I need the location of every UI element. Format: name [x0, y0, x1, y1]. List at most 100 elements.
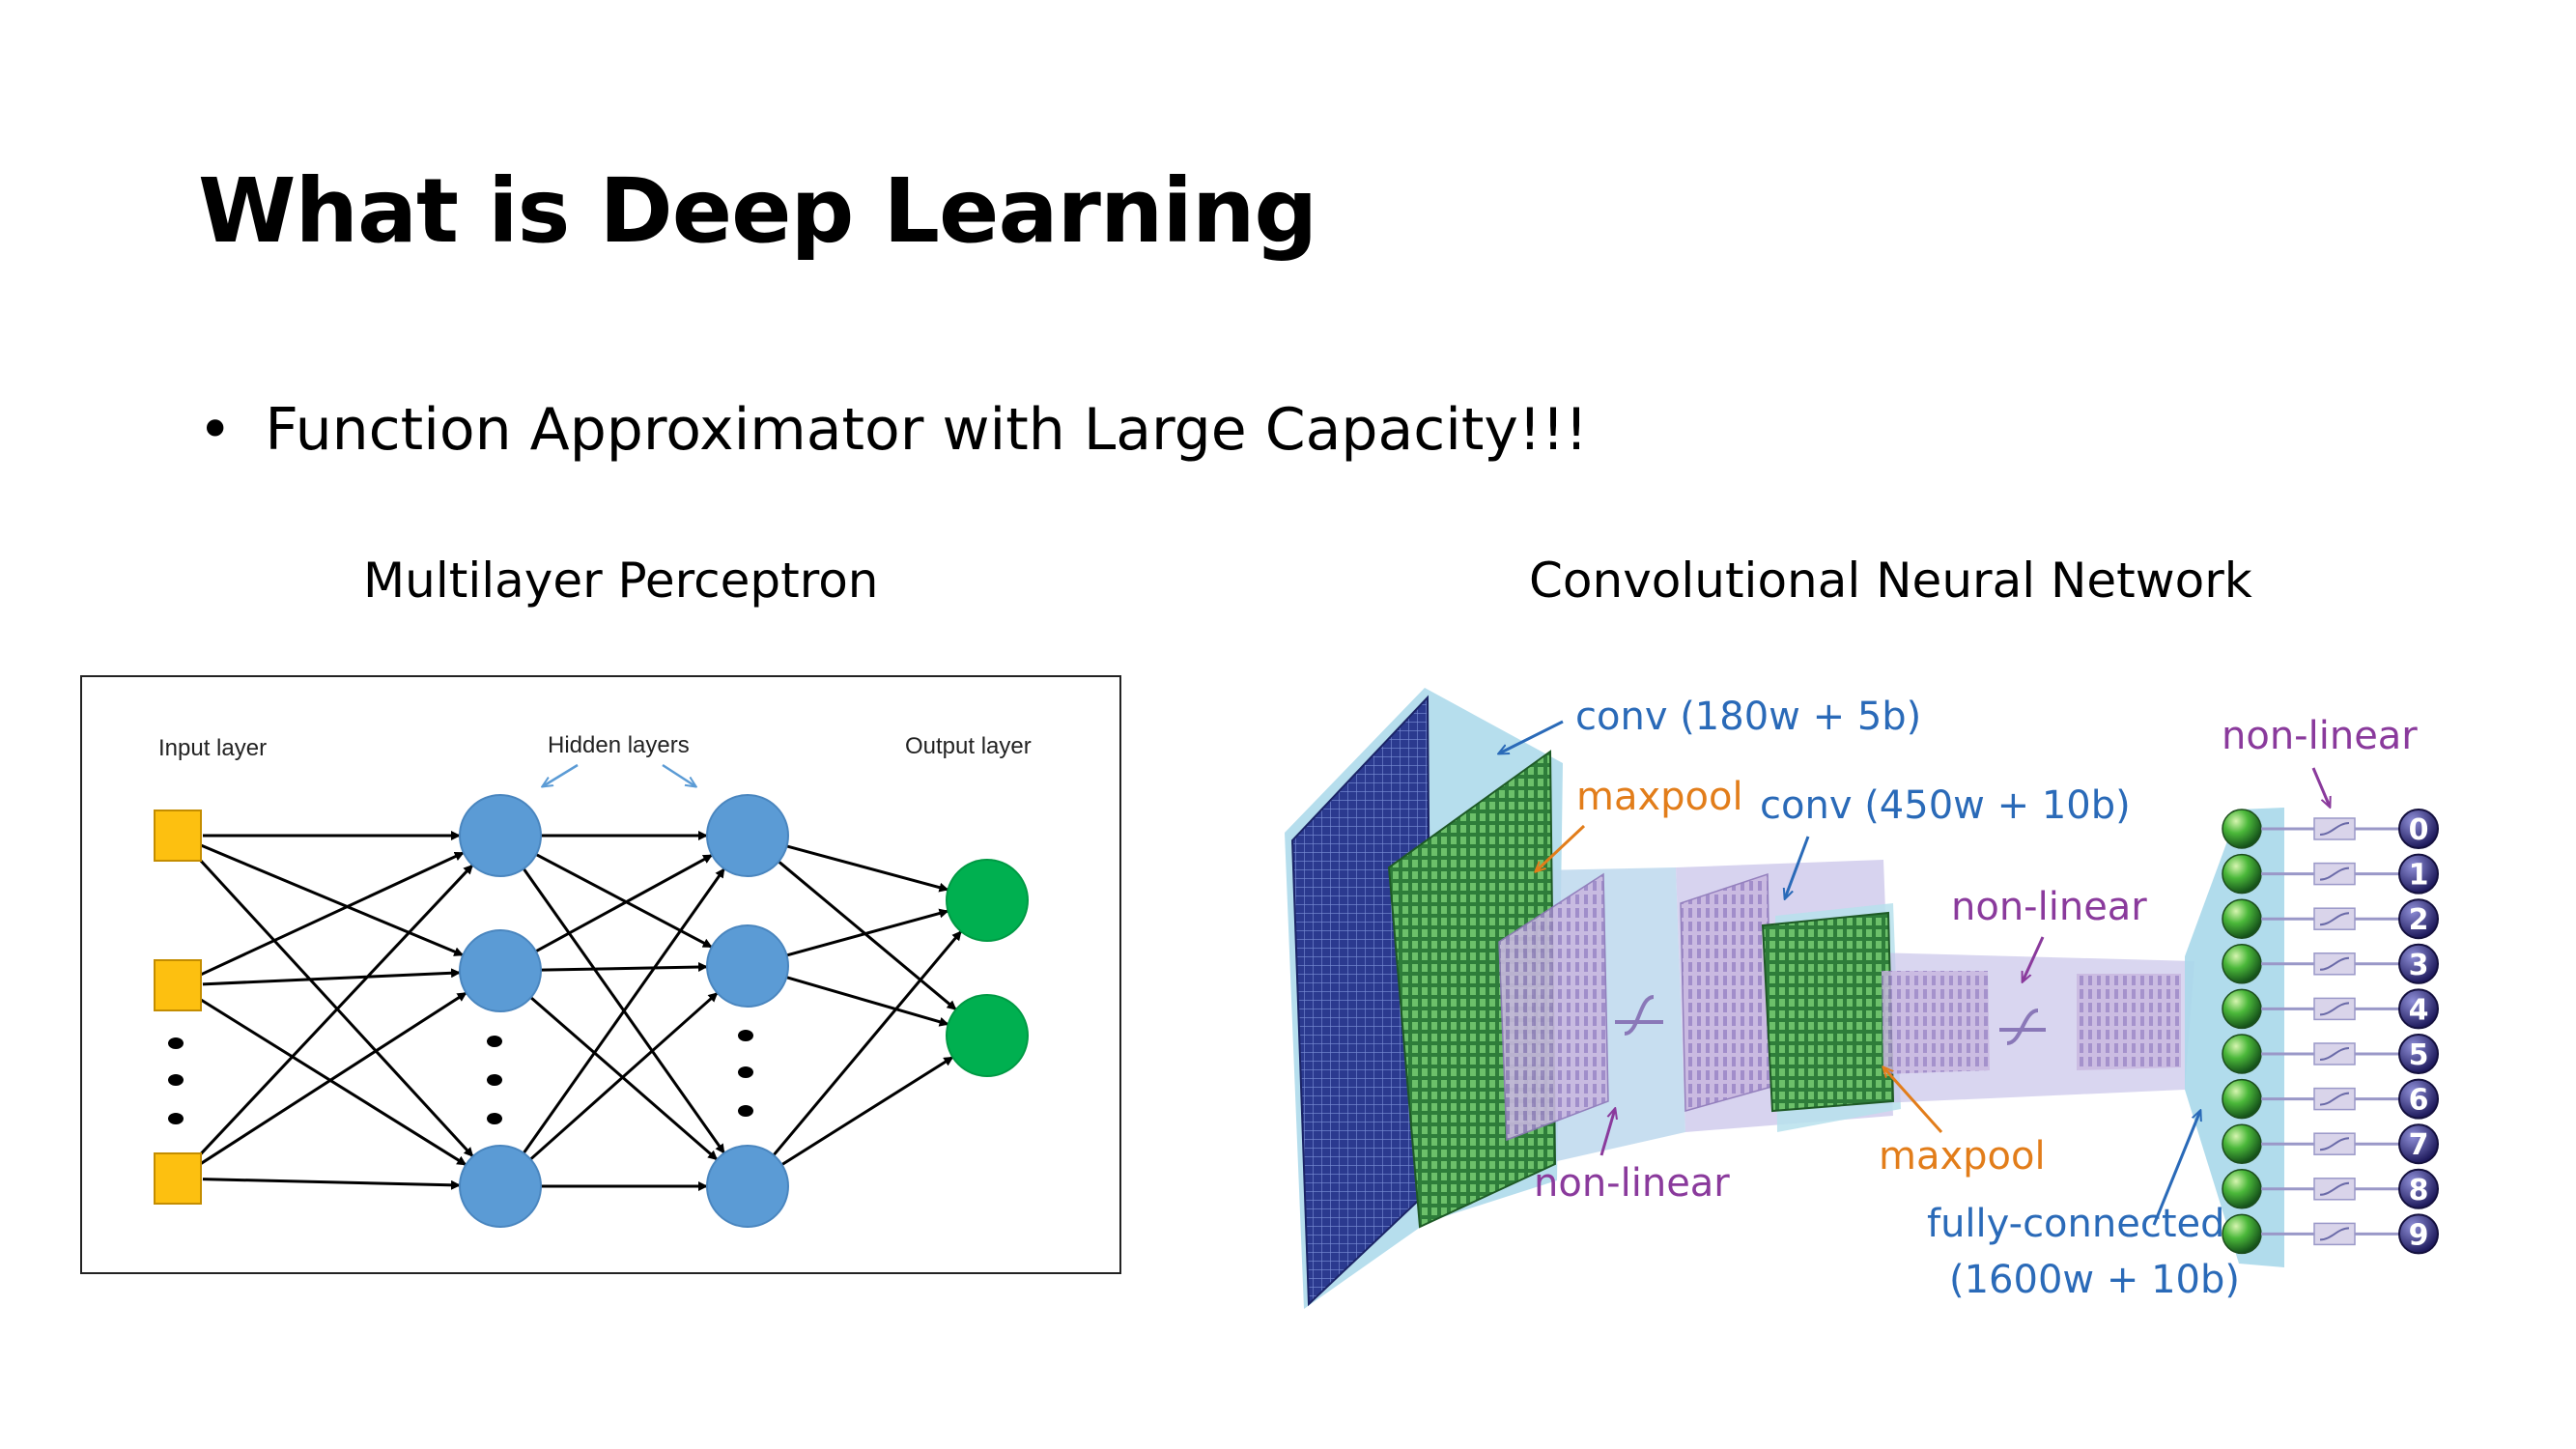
mlp-hidden-node — [459, 1145, 542, 1228]
arrow-maxpool1 — [1536, 824, 1586, 871]
cnn-output-digit: 4 — [2409, 993, 2429, 1027]
cnn-output-digit: 0 — [2409, 813, 2429, 847]
label-maxpool2: maxpool — [1879, 1134, 2046, 1179]
label-fc-line2: (1600w + 10b) — [1949, 1258, 2240, 1302]
cnn-nonlin2-block — [2077, 974, 2181, 1070]
mlp-edge — [535, 853, 714, 953]
arrow-nonlinear-2 — [2023, 936, 2045, 981]
mlp-output-label: Output layer — [905, 733, 1032, 759]
arrow-conv1 — [1499, 720, 1564, 753]
mlp-edge — [786, 908, 949, 957]
mlp-input-node — [154, 959, 202, 1011]
mlp-hidden-node — [706, 924, 789, 1008]
mlp-input-node — [154, 1152, 202, 1205]
cnn-fc-neuron — [2222, 1034, 2262, 1074]
arrow-nonlinear-1 — [1599, 1109, 1615, 1156]
cnn-conv2-block — [1761, 911, 1895, 1113]
mlp-edge — [778, 860, 957, 1011]
mlp-hidden-label: Hidden layers — [548, 732, 690, 758]
cnn-fc-neuron — [2222, 898, 2262, 939]
mlp-ellipsis-dot — [168, 1074, 184, 1086]
mlp-input-node — [154, 810, 202, 862]
mlp-output-node — [946, 994, 1029, 1077]
cnn-fc-neuron — [2222, 1078, 2262, 1120]
label-nonlinear-1: non-linear — [1534, 1161, 1730, 1206]
arrow-conv2 — [1785, 836, 1810, 898]
cnn-output-digit-badge — [2398, 943, 2439, 984]
sigmoid-icon — [2319, 956, 2350, 971]
mlp-edge — [772, 930, 963, 1156]
cnn-output-digit-badge — [2398, 988, 2439, 1030]
mlp-hidden-node — [459, 794, 542, 877]
sigmoid-icon — [2319, 1002, 2350, 1016]
mlp-ellipsis-dot — [738, 1030, 753, 1041]
cnn-fc-neuron — [2222, 853, 2262, 895]
cnn-output-digit: 9 — [2409, 1218, 2429, 1252]
bullet-symbol: • — [198, 396, 233, 464]
cnn-caption: Convolutional Neural Network — [1529, 553, 2252, 609]
label-nonlinear-2: non-linear — [1951, 885, 2147, 929]
mlp-hidden-node — [706, 1145, 789, 1228]
mlp-edge — [200, 843, 465, 957]
hidden-label-arrow-left — [543, 763, 579, 786]
mlp-edge — [193, 853, 474, 1158]
mlp-connections — [193, 831, 963, 1191]
label-conv1: conv (180w + 5b) — [1575, 695, 1921, 739]
mlp-nodes — [154, 794, 1029, 1228]
cnn-output-digit: 1 — [2409, 859, 2429, 893]
mlp-edge — [193, 864, 474, 1162]
cnn-output-digit: 8 — [2409, 1174, 2429, 1208]
label-nonlinear-out: non-linear — [2222, 714, 2418, 758]
cnn-fc-neuron — [2222, 988, 2262, 1030]
mlp-edge — [202, 968, 462, 986]
bullet-text: Function Approximator with Large Capacit… — [265, 396, 1589, 464]
mlp-diagram: Input layer Hidden layers Output layer — [80, 675, 1121, 1274]
mlp-input-label: Input layer — [158, 735, 267, 761]
mlp-edge — [198, 997, 467, 1167]
label-maxpool1: maxpool — [1576, 775, 1743, 819]
cnn-fc-neuron — [2222, 1169, 2262, 1209]
hidden-label-arrow-right — [662, 763, 695, 786]
cnn-fc-neuron — [2222, 1123, 2262, 1164]
cnn-fc-neuron — [2222, 1213, 2262, 1255]
sigmoid-icon — [2319, 867, 2350, 881]
cnn-output-digit-badge — [2398, 898, 2439, 940]
cnn-output-digit: 6 — [2409, 1084, 2429, 1118]
mlp-ellipsis-dot — [168, 1037, 184, 1049]
sigmoid-icon — [2319, 1181, 2350, 1196]
cnn-output-digit-badge — [2398, 1213, 2439, 1255]
cnn-output-digit-badge — [2398, 1123, 2439, 1165]
mlp-caption: Multilayer Perceptron — [363, 553, 879, 609]
label-conv2: conv (450w + 10b) — [1760, 783, 2131, 828]
sigmoid-icon — [2319, 1227, 2350, 1241]
sigmoid-icon — [2319, 1047, 2350, 1061]
slide-title: What is Deep Learning — [198, 159, 1317, 263]
cnn-fc-neuron — [2222, 944, 2262, 984]
mlp-hidden-node — [706, 794, 789, 877]
mlp-ellipsis-dot — [487, 1074, 502, 1086]
mlp-ellipsis-dot — [738, 1105, 753, 1117]
mlp-edge — [202, 1178, 462, 1190]
mlp-edge — [199, 851, 465, 977]
mlp-edge — [529, 991, 719, 1161]
cnn-output-digit-badge — [2398, 853, 2439, 895]
cnn-fc-neuron — [2222, 809, 2262, 849]
cnn-pool2-block — [1882, 971, 1990, 1074]
cnn-output-digit-badge — [2398, 809, 2439, 849]
sigmoid-icon — [2319, 1092, 2350, 1106]
mlp-edge — [540, 961, 709, 972]
mlp-ellipsis-dot — [487, 1113, 502, 1124]
mlp-edge — [786, 844, 949, 893]
sigmoid-icon — [2319, 822, 2350, 836]
arrow-fc — [2152, 1111, 2200, 1226]
mlp-edge — [785, 976, 949, 1027]
mlp-hidden-node — [459, 929, 542, 1012]
mlp-edge — [522, 867, 726, 1154]
mlp-edge — [780, 1056, 954, 1166]
cnn-output-digit: 7 — [2409, 1128, 2429, 1162]
cnn-output-digit-badge — [2398, 1078, 2439, 1120]
cnn-output-digit-badge — [2398, 1168, 2439, 1209]
